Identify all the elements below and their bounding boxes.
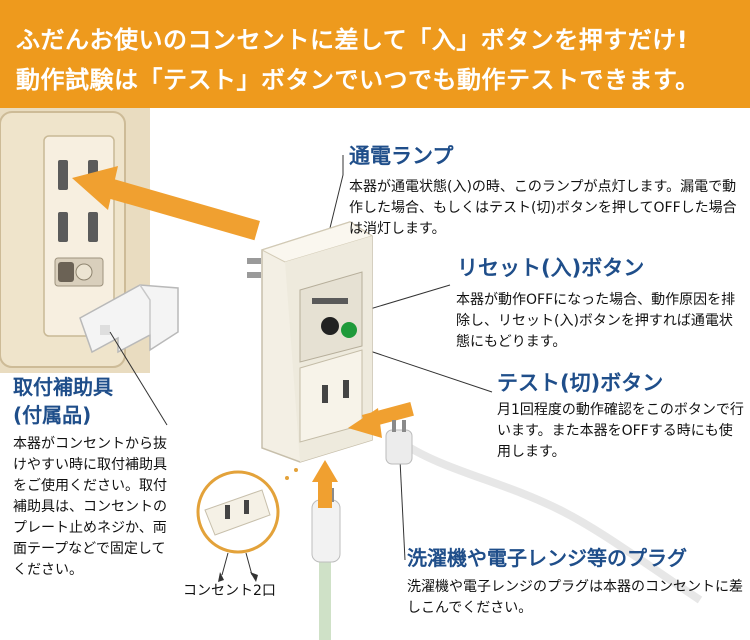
banner-line-2: 動作試験は「テスト」ボタンでいつでも動作テストできます。 xyxy=(16,66,700,94)
lamp-description: 本器が通電状態(入)の時、このランプが点灯します。漏電で動作した場合、もしくはテ… xyxy=(349,179,737,237)
banner-line-1: ふだんお使いのコンセントに差して「入」ボタンを押すだけ! xyxy=(16,26,689,54)
power-lamp-icon xyxy=(321,317,339,335)
reset-description: 本器が動作OFFになった場合、動作原因を排除し、リセット(入)ボタンを押すれば通… xyxy=(456,292,736,350)
plug-description: 洗濯機や電子レンジのプラグは本器のコンセントに差しこんでください。 xyxy=(407,579,743,616)
leader-lines xyxy=(109,155,493,561)
product-illustration xyxy=(0,108,703,640)
test-title: テスト(切)ボタン xyxy=(497,371,664,395)
arrow-to-device xyxy=(348,402,414,438)
outlet-label: コンセント2口 xyxy=(183,583,276,599)
mounting-bracket xyxy=(79,284,179,354)
accessory-subtitle: (付属品) xyxy=(13,403,92,427)
arrow-up xyxy=(312,460,338,508)
test-description: 月1回程度の動作確認をこのボタンで行います。また本器をOFFする時にも使用します… xyxy=(497,402,744,460)
header-banner: ふだんお使いのコンセントに差して「入」ボタンを押すだけ! 動作試験は「テスト」ボ… xyxy=(0,0,750,108)
arrow-to-wall xyxy=(72,166,260,241)
plug-title: 洗濯機や電子レンジ等のプラグ xyxy=(407,546,687,570)
reset-button-icon xyxy=(341,322,357,338)
reset-title: リセット(入)ボタン xyxy=(457,256,645,280)
outlet-zoom-circle xyxy=(196,468,298,582)
appliance-plug-bottom xyxy=(311,488,341,640)
accessory-title: 取付補助具 xyxy=(13,375,113,399)
wall-outlet xyxy=(0,108,150,373)
appliance-plug-right xyxy=(385,420,703,604)
breaker-device xyxy=(247,221,374,463)
accessory-description: 本器がコンセントから抜けやすい時に取付補助具をご使用ください。取付補助具は、コン… xyxy=(13,436,167,578)
lamp-title: 通電ランプ xyxy=(349,144,454,168)
